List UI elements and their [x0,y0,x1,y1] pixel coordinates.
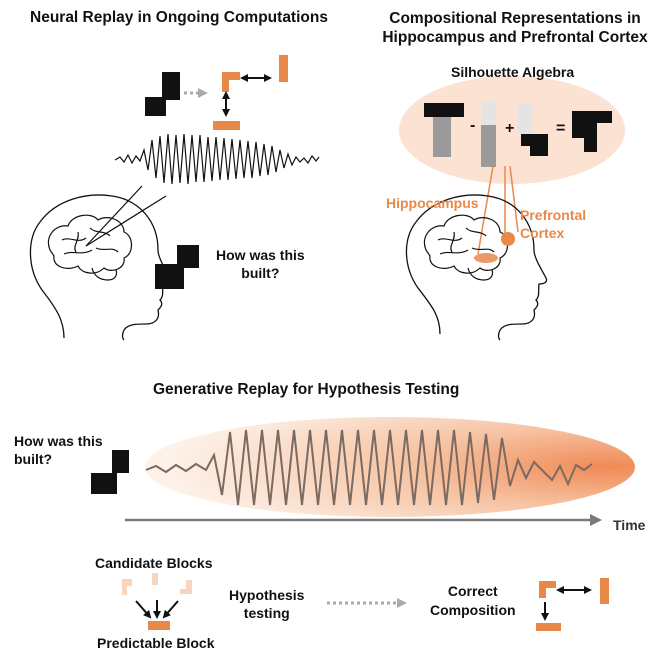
prefrontal-label-line2: Cortex [520,225,565,241]
brain-right [423,214,509,281]
grey-bar-operand [481,101,496,167]
correct-line2: Composition [430,602,516,618]
question-bottom-line2: built? [14,451,53,467]
correct-composition-label: Correct Composition [430,582,516,620]
correct-line1: Correct [447,583,498,599]
question-top-line2: built? [241,265,280,281]
predictable-block-label: Predictable Block [97,635,215,651]
hypothesis-testing-label: Hypothesis testing [229,586,304,622]
candidate-blocks-label: Candidate Blocks [95,555,213,571]
result-shape [572,111,612,152]
candidate-block-right [180,580,192,594]
query-block-left [155,245,199,289]
question-bottom-line1: How was this [14,433,103,449]
candidate-block-left [122,579,132,595]
prefrontal-label-line1: Prefrontal [520,207,587,223]
minus-operator: - [470,117,476,134]
replay-oscillation-trace [114,133,320,185]
question-top-line1: How was this [216,247,305,263]
hypothesis-line1: Hypothesis [229,587,305,603]
pointer-line-2 [85,195,167,247]
orange-l-block [222,72,240,92]
stacked-block-silhouette [145,72,180,116]
orange-vertical-bar [279,55,288,82]
head-outline-right [405,194,548,341]
time-axis-label: Time [613,517,646,533]
question-top: How was this built? [216,246,305,282]
hippocampus-label: Hippocampus [386,195,479,211]
j-shape-operand [518,104,548,156]
candidate-block-middle [152,573,158,585]
panel-title-compositional-line2: Hippocampus and Prefrontal Cortex [382,29,648,46]
panel-title-compositional: Compositional Representations in Hippoca… [365,9,664,47]
composition-vertical-bar [600,578,609,604]
replay-gradient-ellipse [145,417,635,517]
composition-l-block [539,581,556,598]
pointer-line-pfc-2 [509,165,519,233]
orange-horizontal-bar [213,121,240,130]
hypothesis-line2: testing [243,605,290,621]
equals-operator: = [556,120,566,137]
prefrontal-region-dot [501,232,515,246]
prefrontal-cortex-label: Prefrontal Cortex [520,206,586,242]
pointer-line-1 [85,185,143,247]
brain-left [47,214,133,281]
converge-arrow-right [162,600,179,619]
panel-title-neural-replay: Neural Replay in Ongoing Computations [30,9,328,26]
predictable-block [148,621,170,630]
query-block-bottom [91,450,129,494]
t-shape-operand [424,103,464,157]
composition-horizontal-bar [536,623,561,631]
converge-arrow-left [135,600,152,619]
plus-operator: + [505,120,515,137]
pointer-line-hippocampus [477,165,494,255]
question-bottom: How was this built? [14,432,103,468]
silhouette-algebra-label: Silhouette Algebra [451,64,575,80]
panel-title-generative-replay: Generative Replay for Hypothesis Testing [153,381,460,398]
head-outline-left [29,194,172,341]
panel-title-compositional-line1: Compositional Representations in [389,10,641,27]
generative-replay-trace [145,429,593,506]
hippocampus-region [474,253,498,263]
